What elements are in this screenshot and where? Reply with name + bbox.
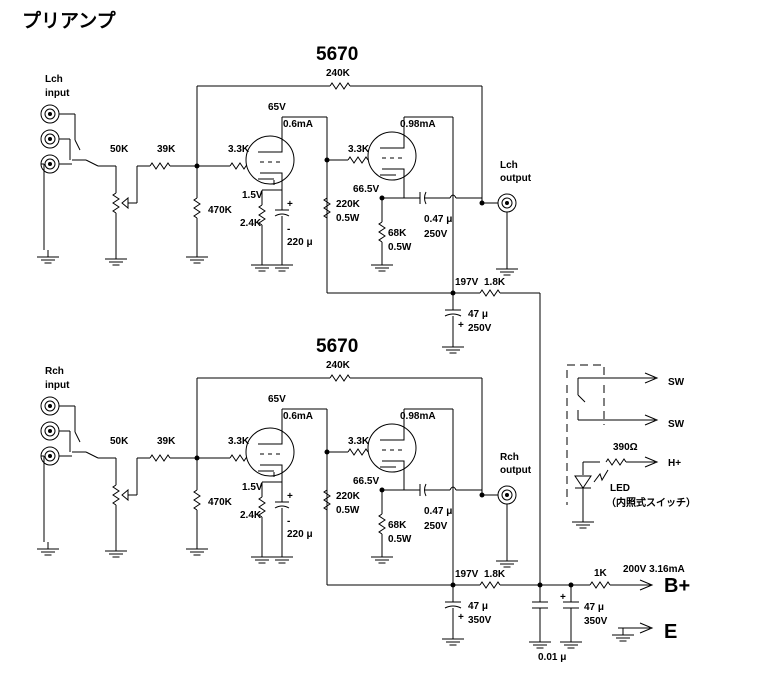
svg-text:-: -: [287, 516, 290, 527]
svg-text:+: +: [458, 320, 464, 331]
coupling-cap-volt: 250V: [424, 521, 448, 532]
svg-text:+: +: [287, 491, 293, 502]
page-title: プリアンプ: [22, 9, 117, 32]
input-label-word: input: [45, 88, 70, 99]
output-label-ch: Rch: [500, 452, 519, 463]
coupling-cap-label: 0.47 μ: [424, 214, 452, 225]
res-1k-label: 1K: [594, 568, 608, 579]
bypass-cap-label: 220 μ: [287, 529, 313, 540]
cathode-res-2-watt: 0.5W: [388, 242, 412, 253]
input-label-word: input: [45, 380, 70, 391]
input-label-ch: Rch: [45, 366, 64, 377]
grid-stop-1-label: 3.3K: [228, 436, 250, 447]
grid-stop-1-label: 3.3K: [228, 144, 250, 155]
cathode-v-label: 1.5V: [242, 482, 263, 493]
cathode-res-label: 2.4K: [240, 510, 262, 521]
cathode-res-label: 2.4K: [240, 218, 262, 229]
plate-load-label: 220K: [336, 491, 361, 502]
filter-cap-label: 47 μ: [468, 601, 488, 612]
volume-label: 50K: [110, 436, 129, 447]
feedback-res-label: 240K: [326, 360, 351, 371]
tube-2: [367, 131, 417, 181]
led-res-label: 390Ω: [613, 442, 638, 453]
ground-label: E: [664, 621, 677, 643]
coupling-cap-volt: 250V: [424, 229, 448, 240]
grid2-v-label: 66.5V: [353, 184, 379, 195]
cathode-v-label: 1.5V: [242, 190, 263, 201]
b-plus-spec: 200V 3.16mA: [623, 564, 685, 575]
supply-v-label: 197V: [455, 277, 479, 288]
cathode-res-2-label: 68K: [388, 228, 407, 239]
cap-bypass-label: 0.01 μ: [538, 652, 566, 663]
output-label-word: output: [500, 465, 532, 476]
plate-load-label: 220K: [336, 199, 361, 210]
grid-stop-2-label: 3.3K: [348, 144, 370, 155]
current-2-label: 0.98mA: [400, 119, 436, 130]
tube-1: [245, 427, 295, 477]
grid2-v-label: 66.5V: [353, 476, 379, 487]
cap-main-voltage: 350V: [584, 616, 608, 627]
switch-box: SW SW 390Ω H+ LED （内照式スイッチ）: [566, 364, 696, 529]
cathode-res-2-watt: 0.5W: [388, 534, 412, 545]
bypass-cap-label: 220 μ: [287, 237, 313, 248]
output-label-word: output: [500, 173, 532, 184]
supply-res-label: 1.8K: [484, 277, 506, 288]
svg-text:-: -: [287, 224, 290, 235]
series-res-label: 39K: [157, 144, 176, 155]
svg-text:+: +: [287, 199, 293, 210]
led-label: LED: [610, 483, 630, 494]
series-res-label: 39K: [157, 436, 176, 447]
b-plus-label: B+: [664, 575, 690, 597]
switch-label-2: SW: [668, 419, 685, 430]
switch-label-1: SW: [668, 377, 685, 388]
svg-text:+: +: [458, 612, 464, 623]
plate-load-watt: 0.5W: [336, 213, 360, 224]
plate-v-label: 65V: [268, 102, 286, 113]
tube-2: [367, 423, 417, 473]
tube-1: [245, 135, 295, 185]
input-label-ch: Lch: [45, 74, 63, 85]
current-1-label: 0.6mA: [283, 411, 313, 422]
grid-res-label: 470K: [208, 205, 233, 216]
output-label-ch: Lch: [500, 160, 518, 171]
led-note: （内照式スイッチ）: [606, 496, 696, 509]
current-1-label: 0.6mA: [283, 119, 313, 130]
cap-main-value: 47 μ: [584, 602, 604, 613]
supply-res-label: 1.8K: [484, 569, 506, 580]
feedback-res-label: 240K: [326, 68, 351, 79]
tube-label: 5670: [316, 336, 358, 357]
current-2-label: 0.98mA: [400, 411, 436, 422]
coupling-cap-label: 0.47 μ: [424, 506, 452, 517]
cathode-res-2-label: 68K: [388, 520, 407, 531]
filter-cap-volt: 250V: [468, 323, 492, 334]
volume-label: 50K: [110, 144, 129, 155]
filter-cap-volt: 350V: [468, 615, 492, 626]
power-section: + 1K 200V 3.16mA B+ E 0.01 μ 47 μ 350V: [510, 293, 690, 663]
grid-stop-2-label: 3.3K: [348, 436, 370, 447]
plate-v-label: 65V: [268, 394, 286, 405]
svg-text:+: +: [560, 592, 566, 603]
plate-load-watt: 0.5W: [336, 505, 360, 516]
heater-label: H+: [668, 458, 681, 469]
grid-res-label: 470K: [208, 497, 233, 508]
supply-v-label: 197V: [455, 569, 479, 580]
filter-cap-label: 47 μ: [468, 309, 488, 320]
tube-label: 5670: [316, 44, 358, 65]
